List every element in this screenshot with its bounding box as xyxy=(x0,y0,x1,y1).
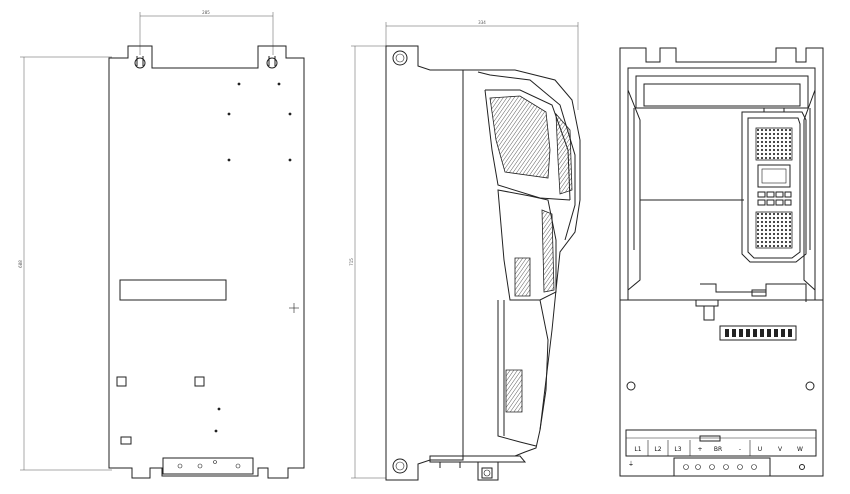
clip-left xyxy=(116,376,127,387)
front-view: L1 L2 L3 + BR - U V W ⏚ xyxy=(619,47,824,477)
bottom-bracket xyxy=(162,457,254,475)
back-height-dimension: 688 xyxy=(18,56,112,471)
keyhole-right xyxy=(266,56,278,69)
connector-strip xyxy=(719,325,797,341)
cable-gland-plate xyxy=(673,457,805,477)
clip-right xyxy=(194,376,205,387)
terminal-label-u: U xyxy=(758,446,762,453)
center-mark xyxy=(289,303,299,313)
back-width-dimension: 285 xyxy=(139,10,274,55)
side-vent-upper xyxy=(489,95,551,179)
keyhole-left xyxy=(134,56,146,69)
terminal-label-minus: - xyxy=(739,446,741,453)
side-vent-small xyxy=(514,257,531,297)
terminal-label-plus: + xyxy=(697,446,702,453)
clip-bottom xyxy=(120,436,132,445)
screw-left xyxy=(626,381,636,391)
keypad-buttons xyxy=(757,191,792,206)
keypad-vent-lower xyxy=(755,211,793,249)
screw-right xyxy=(805,381,815,391)
keypad-vent-upper xyxy=(755,127,793,161)
side-height-value: 715 xyxy=(349,258,354,266)
ground-symbol: ⏚ xyxy=(628,461,634,468)
back-view: 285 688 xyxy=(18,10,305,479)
side-depth-value: 334 xyxy=(478,20,486,25)
side-depth-dimension: 334 xyxy=(385,20,579,110)
terminal-label-l2: L2 xyxy=(654,446,661,453)
power-terminal-block: L1 L2 L3 + BR - U V W xyxy=(625,429,817,457)
terminal-label-l1: L1 xyxy=(634,446,641,453)
back-height-value: 688 xyxy=(18,260,23,268)
terminal-label-br: BR xyxy=(714,446,722,453)
side-vent-middle xyxy=(541,209,555,293)
side-vent-lower xyxy=(505,369,523,413)
terminal-label-w: W xyxy=(797,446,803,453)
mounting-points xyxy=(214,82,292,433)
keypad-module xyxy=(741,107,807,263)
terminal-label-v: V xyxy=(778,446,783,453)
keypad-display xyxy=(757,164,791,188)
rating-label-area xyxy=(119,279,227,301)
side-vent-upper-right xyxy=(555,112,573,195)
terminal-label-l3: L3 xyxy=(674,446,681,453)
back-width-value: 285 xyxy=(202,10,210,15)
side-view: 334 715 xyxy=(349,20,581,481)
side-height-dimension: 715 xyxy=(349,45,386,479)
